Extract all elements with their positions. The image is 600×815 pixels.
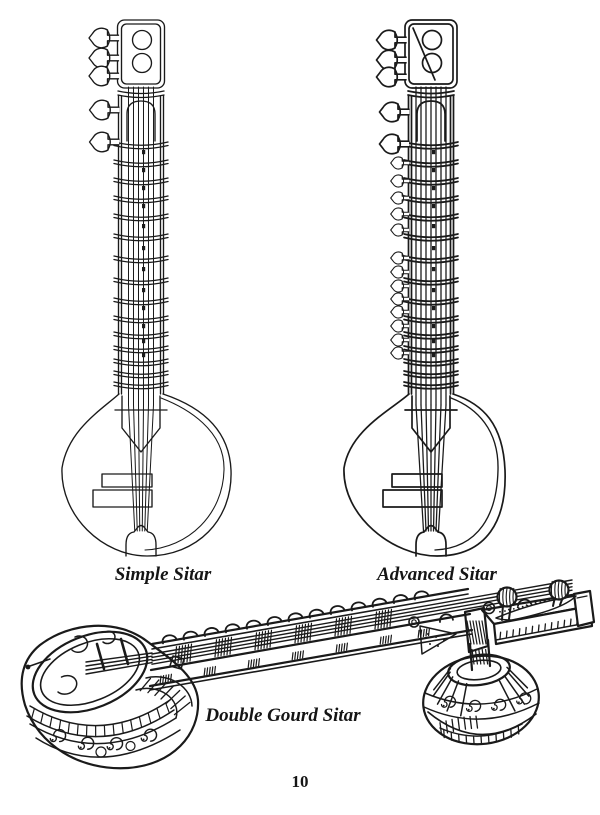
caption-advanced-sitar: Advanced Sitar bbox=[377, 564, 497, 585]
simple-sitar-drawing bbox=[61, 19, 232, 557]
advanced-sitar-drawing bbox=[343, 19, 506, 557]
page-number: 10 bbox=[291, 772, 309, 791]
double-gourd-sitar-drawing bbox=[20, 579, 596, 770]
caption-double-gourd-sitar: Double Gourd Sitar bbox=[205, 705, 361, 726]
caption-simple-sitar: Simple Sitar bbox=[114, 564, 212, 585]
